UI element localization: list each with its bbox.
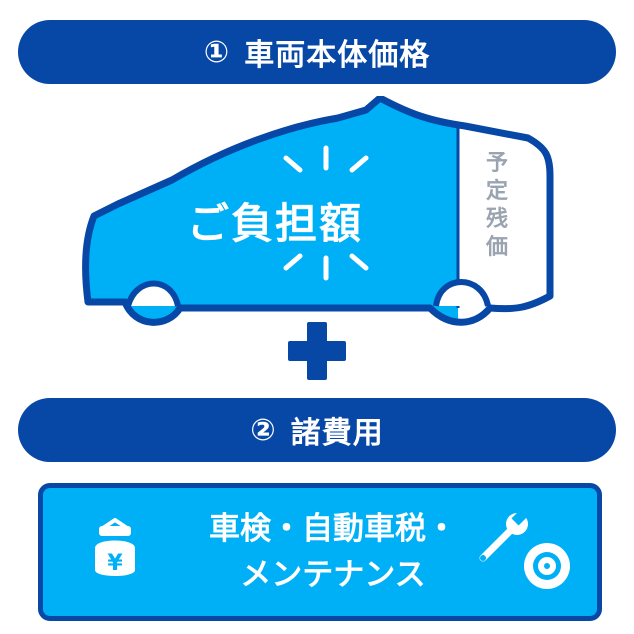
expenses-text: 車検・自動車税・ メンテナンス bbox=[183, 506, 483, 598]
section-2-number: ② bbox=[250, 412, 277, 448]
yen-purse-icon: ¥ bbox=[95, 518, 135, 576]
section-2-header: ② 諸費用 bbox=[18, 398, 616, 462]
plus-sign-horizontal bbox=[288, 341, 346, 361]
residual-char: 残 bbox=[485, 207, 508, 232]
expenses-box: ¥ 車検・自動車税・ メンテナンス bbox=[38, 483, 602, 621]
section-1-number: ① bbox=[203, 34, 231, 70]
svg-text:¥: ¥ bbox=[107, 551, 123, 576]
residual-char: 価 bbox=[485, 235, 508, 260]
burden-amount-label: ご負担額 bbox=[186, 199, 363, 248]
residual-char: 定 bbox=[485, 179, 508, 204]
wrench-icon bbox=[479, 508, 529, 562]
residual-char: 予 bbox=[485, 151, 508, 176]
tire-icon bbox=[524, 543, 570, 589]
section-2-title: 諸費用 bbox=[290, 416, 384, 451]
section-1-title: 車両本体価格 bbox=[244, 38, 431, 73]
expenses-line-1: 車検・自動車税・ bbox=[209, 511, 457, 547]
residual-value-label: 予 定 残 価 bbox=[484, 150, 510, 262]
expenses-line-2: メンテナンス bbox=[240, 557, 426, 593]
car-illustration bbox=[80, 96, 556, 334]
section-1-header: ① 車両本体価格 bbox=[18, 20, 616, 84]
